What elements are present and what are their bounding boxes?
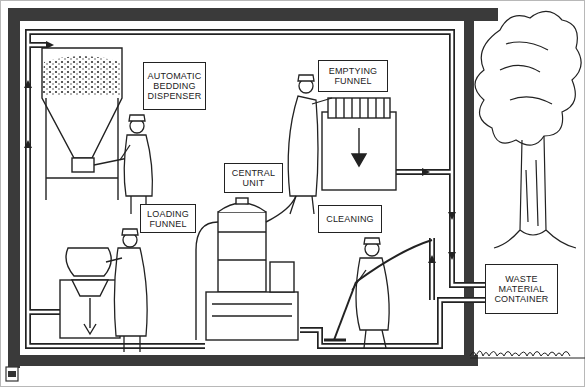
arrow-head [352,154,366,166]
right-wall [464,21,474,355]
floor [8,355,478,366]
ground-line [470,358,585,359]
return-pipe [300,300,485,346]
arm [312,98,332,104]
pipe-outline [28,32,485,346]
hose [356,240,432,282]
coat [288,96,318,196]
crossbar [46,177,118,178]
label-box: LOADING FUNNEL [140,204,196,233]
flow-arrow [24,80,32,88]
top-cap [236,198,248,204]
label-box: CLEANING [318,205,382,233]
cage-rack [328,98,390,118]
coat [124,135,152,196]
base-cabinet [206,292,298,340]
ring [218,259,266,260]
label-text: EMPTYING FUNNEL [322,66,384,86]
vacuum-wand [334,282,356,340]
floor-pipe [28,190,205,346]
label-box: EMPTYING FUNNEL [318,60,388,92]
left-wall [8,8,20,368]
cap [122,229,138,235]
rack-grid [336,98,384,118]
bedding-dispenser [42,48,128,200]
bag [66,248,111,276]
label-box: WASTE MATERIAL CONTAINER [485,264,558,314]
label-box: AUTOMATIC BEDDING DISPENSER [143,62,206,110]
label-text: LOADING FUNNEL [144,209,192,229]
trunk [494,136,576,248]
corner-icon [6,367,18,381]
outlet-pipe-inner [431,238,434,300]
bark [526,160,538,226]
label-text: CLEANING [326,214,374,224]
coat [114,248,147,336]
arm [106,258,122,262]
loading-pipe [28,309,60,315]
return-pipe-inner [300,300,485,346]
tank [218,212,266,292]
base-line [212,303,292,304]
floor-pipe-inner [28,190,205,346]
cap [298,75,314,81]
tree [475,11,581,248]
arrow-shaft [89,298,90,328]
arm [120,145,130,160]
hose [196,222,218,340]
ring [218,231,266,232]
outlet [72,158,94,172]
funnel-box [322,112,396,190]
motor [270,262,294,292]
label-text: AUTOMATIC BEDDING DISPENSER [147,71,202,101]
worker-emptying [288,75,332,214]
label-text: CENTRAL UNIT [228,168,279,188]
legs [124,336,140,352]
cap [364,238,380,244]
cap [129,115,145,121]
icon-frame [6,367,18,381]
label-text: WASTE MATERIAL CONTAINER [489,274,554,304]
funnel-mouth [72,280,108,296]
label-box: CENTRAL UNIT [224,163,283,193]
flow-arrow [448,252,456,260]
icon-fill [8,371,16,377]
worker-dispenser [120,115,152,214]
roof [8,8,498,21]
arrow-head [84,324,96,334]
flow-arrow [422,168,430,176]
worker-loading [106,229,147,352]
dispenser-feed-inner [28,44,48,47]
tree-crown [475,11,581,145]
lever [94,158,128,165]
bedding-material [42,56,120,96]
legs [290,196,314,214]
leg [117,98,118,200]
worker-cleaning [324,238,432,348]
dispenser-feed [28,42,48,48]
crown-detail [500,42,552,104]
loading-funnel-unit [60,248,120,338]
base-line [212,315,292,316]
flow-arrow [428,255,436,263]
pipe-inner [28,32,485,346]
flow-arrow [448,212,456,220]
leg [45,98,46,200]
grass [470,351,570,356]
flow-arrow [24,140,32,148]
funnel-box [60,280,120,338]
loading-pipe-inner [28,311,60,314]
funnel-pipe [396,169,452,175]
floor-nozzle [324,339,346,342]
outlet-pipe [429,238,435,300]
emptying-funnel-unit [322,98,396,190]
coat [356,258,389,330]
legs [364,330,386,348]
central-unit-machine [196,196,298,340]
hopper [42,48,122,158]
